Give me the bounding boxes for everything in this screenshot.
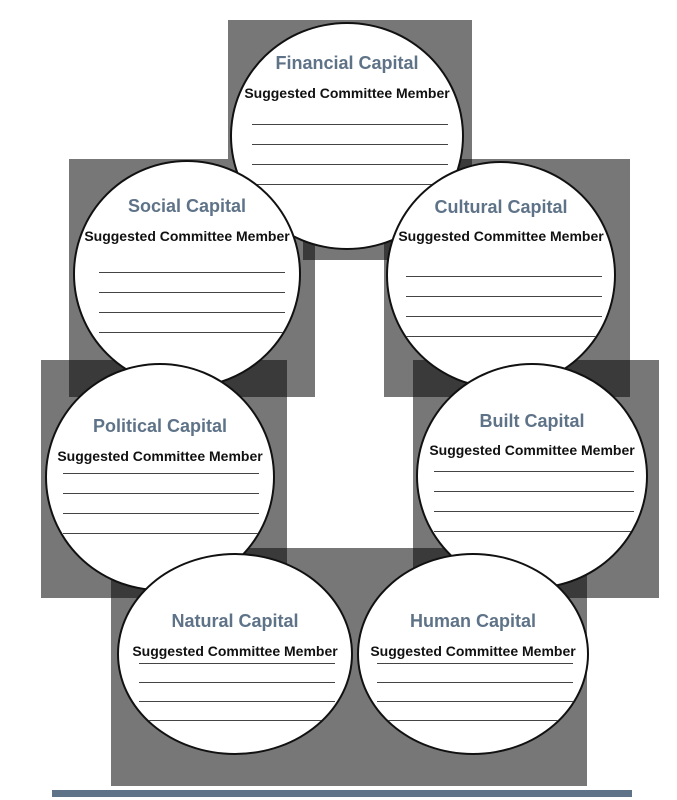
blank-line [252, 124, 448, 125]
blank-line [406, 296, 602, 297]
blank-line [99, 272, 285, 273]
blank-line [63, 493, 259, 494]
natural-capital-title: Natural Capital [171, 611, 299, 631]
human-capital-subtitle: Suggested Committee Member [370, 643, 576, 659]
cultural-capital-title: Cultural Capital [434, 197, 568, 217]
blank-line [434, 491, 634, 492]
blank-line [377, 720, 573, 721]
blank-line [139, 663, 335, 664]
blank-line [434, 471, 634, 472]
blank-line [252, 144, 448, 145]
circle-cultural-capital: Cultural Capital Suggested Committee Mem… [386, 161, 616, 389]
blank-line [377, 663, 573, 664]
social-capital-title: Social Capital [127, 196, 247, 216]
blank-line [406, 316, 602, 317]
blank-line [377, 682, 573, 683]
natural-capital-subtitle: Suggested Committee Member [132, 643, 338, 659]
financial-capital-subtitle: Suggested Committee Member [244, 85, 450, 101]
circle-social-capital: Social Capital Suggested Committee Membe… [73, 160, 301, 388]
human-capital-title: Human Capital [409, 611, 537, 631]
blank-line [377, 701, 573, 702]
blank-line [139, 701, 335, 702]
circle-financial-capital: Financial Capital Suggested Committee Me… [230, 22, 464, 250]
blank-line [406, 336, 602, 337]
financial-capital-title: Financial Capital [275, 53, 419, 73]
blank-line [139, 682, 335, 683]
social-capital-subtitle: Suggested Committee Member [84, 228, 290, 244]
blank-line [99, 332, 285, 333]
blank-line [99, 292, 285, 293]
blank-line [252, 164, 448, 165]
cultural-capital-subtitle: Suggested Committee Member [398, 228, 604, 244]
political-capital-subtitle: Suggested Committee Member [57, 448, 263, 464]
blank-line [63, 473, 259, 474]
bottom-rule [52, 790, 632, 797]
circle-human-capital: Human Capital Suggested Committee Member [357, 553, 589, 755]
circle-natural-capital: Natural Capital Suggested Committee Memb… [117, 553, 353, 755]
blank-line [434, 531, 634, 532]
blank-line [63, 533, 259, 534]
built-capital-subtitle: Suggested Committee Member [429, 442, 635, 458]
blank-line [139, 720, 335, 721]
built-capital-title: Built Capital [479, 411, 585, 431]
blank-line [434, 511, 634, 512]
political-capital-title: Political Capital [92, 416, 228, 436]
blank-line [252, 184, 448, 185]
circle-built-capital: Built Capital Suggested Committee Member [416, 363, 648, 589]
blank-line [99, 312, 285, 313]
blank-line [406, 276, 602, 277]
blank-line [63, 513, 259, 514]
